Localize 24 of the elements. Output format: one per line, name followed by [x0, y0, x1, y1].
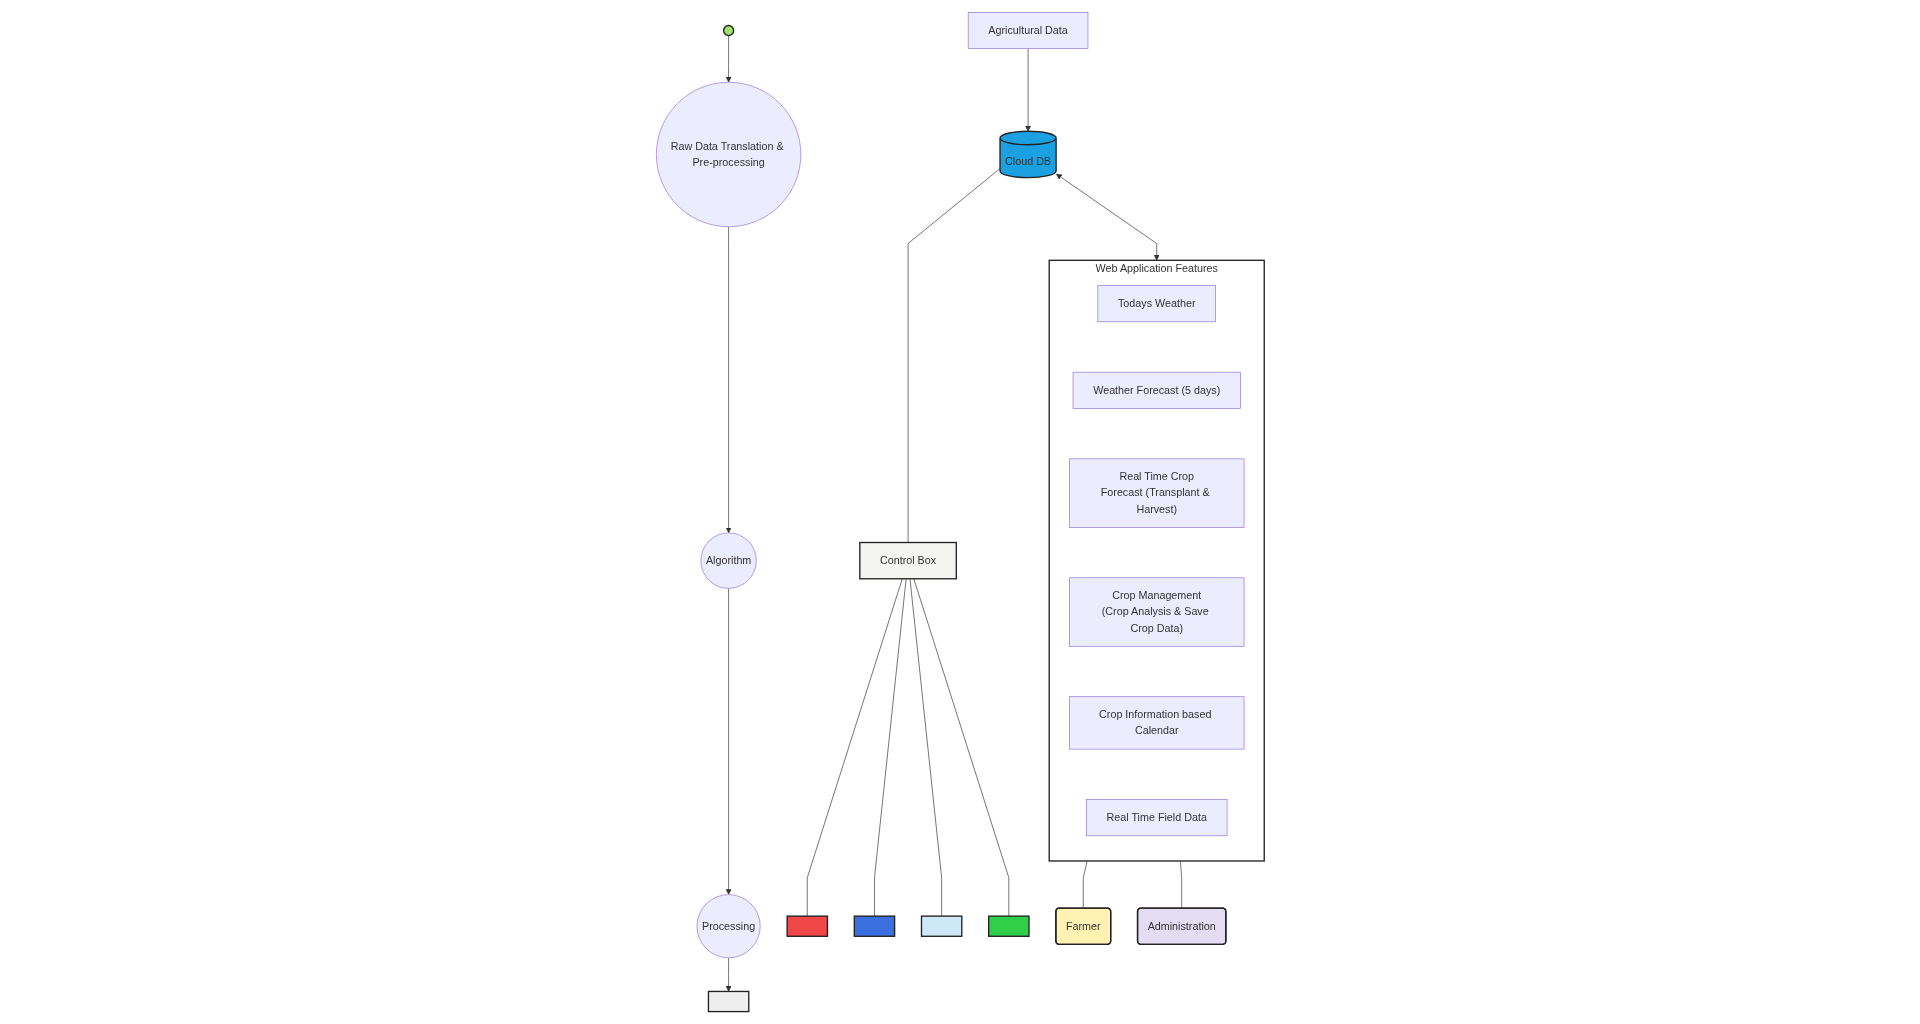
node-box [853, 915, 895, 937]
node-circle: Algorithm [700, 532, 757, 589]
connector [909, 578, 942, 917]
node-box: Real Time Crop Forecast (Transplant & Harvest) [1068, 458, 1245, 528]
node-box [920, 915, 963, 937]
connector [1179, 860, 1182, 909]
node-box: Todays Weather [1097, 285, 1216, 323]
node-box: Real Time Field Data [1085, 799, 1228, 837]
node-circle: Processing [696, 894, 761, 959]
node-box: Weather Forecast (5 days) [1072, 371, 1241, 409]
node-box: Crop Management (Crop Analysis & Save Crop Data) [1068, 577, 1245, 647]
node-box [786, 915, 828, 937]
node-box [987, 915, 1030, 937]
connector [806, 578, 903, 917]
node-circle: Raw Data Translation & Pre-processing [655, 81, 801, 228]
node-box: Agricultural Data [967, 12, 1088, 49]
node-box: Crop Information based Calendar [1068, 696, 1245, 750]
connector [913, 578, 1009, 917]
connector [873, 578, 907, 917]
node-box: Control Box [858, 541, 957, 580]
connector [1082, 860, 1088, 909]
node-circle [722, 24, 734, 37]
node-box [707, 990, 750, 1013]
connector [907, 168, 1001, 543]
